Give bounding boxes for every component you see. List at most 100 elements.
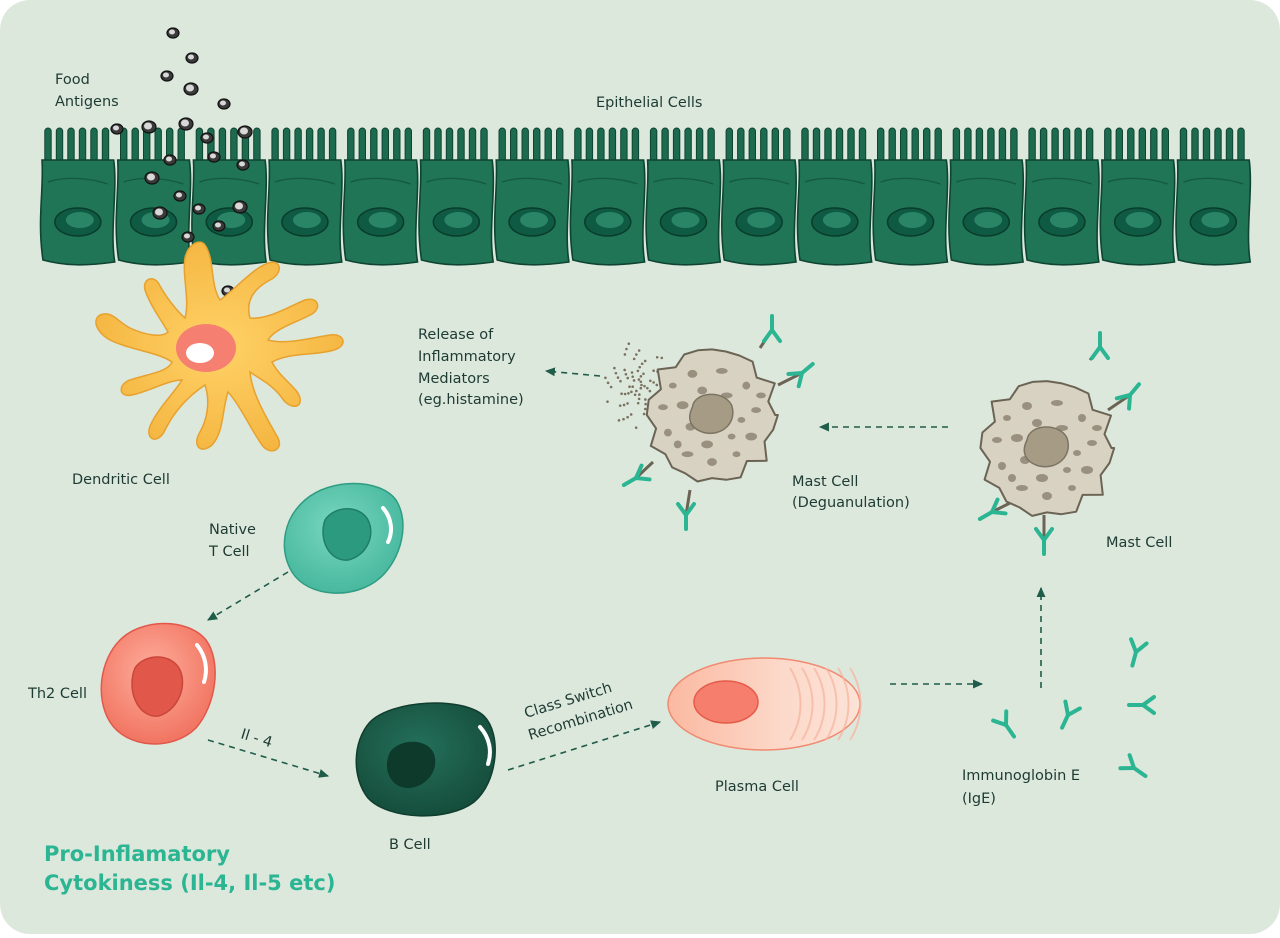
mast-cell-granule xyxy=(687,369,698,378)
epithelial-cell xyxy=(796,127,873,266)
food-antigen-particle xyxy=(160,70,174,82)
released-mediator-dot xyxy=(626,402,629,405)
microvillus xyxy=(801,127,809,165)
released-mediator-dot xyxy=(616,376,620,379)
microvillus xyxy=(317,127,325,165)
microvillus xyxy=(381,127,390,165)
released-mediator-dot xyxy=(619,379,622,383)
epithelial-cell xyxy=(872,127,949,266)
antigen-inner xyxy=(176,192,182,198)
antigen-inner xyxy=(203,134,209,140)
microvillus xyxy=(347,127,355,165)
food-antigen-particle xyxy=(110,123,124,135)
microvillus xyxy=(78,127,87,165)
epithelial-cell-nucleolus xyxy=(822,212,851,228)
naive-t-cell-highlight xyxy=(381,506,393,544)
b-cell-highlight xyxy=(478,725,492,766)
microvillus xyxy=(510,127,518,165)
released-mediator-dot xyxy=(609,385,613,389)
released-mediator-dot xyxy=(622,417,625,421)
microvillus xyxy=(998,127,1007,165)
mast-cell-granule xyxy=(1063,467,1071,473)
mast-cell-granule xyxy=(992,437,1002,443)
food-antigen-particle xyxy=(144,171,160,185)
epithelial-cell-layer xyxy=(39,127,1252,266)
epithelial-cell-nucleolus xyxy=(368,212,397,228)
b-cell-label: B Cell xyxy=(389,837,431,853)
mast-cell-granule xyxy=(1081,466,1093,474)
epithelial-cell xyxy=(645,127,722,266)
th2-cell-nucleus xyxy=(131,656,184,717)
epithelial-cell-line xyxy=(1031,177,1092,185)
mast-cell-nucleus xyxy=(1023,426,1070,468)
food-antigen-particle xyxy=(141,120,157,134)
microvillus xyxy=(934,127,942,165)
microvillus xyxy=(748,127,756,165)
mast-cell-granule xyxy=(742,381,751,390)
th2-cell-highlight xyxy=(195,643,208,684)
released-mediator-dot xyxy=(646,386,649,390)
epithelial-cell-line xyxy=(880,177,941,185)
released-mediator-dot xyxy=(627,342,631,346)
mediators-label-line4: (eg.histamine) xyxy=(418,392,524,408)
released-mediator-dot xyxy=(620,392,623,396)
food-antigen-particle xyxy=(212,220,226,232)
microvillus xyxy=(975,127,984,165)
released-mediator-dot xyxy=(613,366,616,370)
antigen-inner xyxy=(186,84,194,92)
released-mediator-dot xyxy=(643,359,647,363)
plasma-er-line xyxy=(813,667,826,741)
microvillus xyxy=(1191,127,1199,165)
mast-cell-degranulation-label-line1: Mast Cell xyxy=(792,474,858,490)
microvillus xyxy=(422,127,431,165)
microvillus xyxy=(154,127,162,165)
epithelial-cell xyxy=(342,127,419,266)
released-mediator-dot xyxy=(652,369,655,373)
mast-cell-granule xyxy=(998,462,1006,470)
released-mediator-dot xyxy=(638,393,641,396)
epithelial-cell-nucleolus xyxy=(520,212,549,228)
released-mediator-dot xyxy=(632,379,636,382)
antigen-inner xyxy=(166,156,172,162)
antigen-inner xyxy=(224,287,230,293)
arrow-to-mediators xyxy=(544,367,601,377)
microvillus xyxy=(1138,127,1146,165)
antigen-inner xyxy=(215,222,221,228)
antigen-inner xyxy=(181,119,189,127)
microvillus xyxy=(684,127,692,165)
epithelial-cell xyxy=(1175,127,1252,266)
microvillus xyxy=(404,127,413,165)
plasma-cell xyxy=(667,657,862,751)
microvillus xyxy=(1104,127,1112,165)
microvillus xyxy=(1225,127,1234,165)
antigen-inner xyxy=(155,208,163,216)
plasma-cell-label: Plasma Cell xyxy=(715,779,799,795)
mast-cell-granule xyxy=(681,451,694,458)
mast-cell-granule xyxy=(1068,485,1076,491)
released-mediator-dot xyxy=(640,383,643,387)
dendritic-cell xyxy=(95,241,344,452)
mediators-label-line3: Mediators xyxy=(418,371,490,387)
released-mediator-dot xyxy=(643,384,646,388)
mast-cell-granule xyxy=(715,367,728,374)
mast-cell-granule xyxy=(751,407,761,414)
epithelial-cell-nucleolus xyxy=(747,212,776,228)
epithelial-cell-line xyxy=(274,177,335,185)
mast-cell-granule xyxy=(676,401,689,410)
microvillus xyxy=(282,127,291,165)
epithelial-cell xyxy=(418,127,495,266)
microvillus xyxy=(230,127,238,165)
ige-label-line1: Immunoglobin E xyxy=(962,768,1080,784)
released-mediator-dot xyxy=(626,376,630,380)
food-antigen-particle xyxy=(217,98,231,110)
microvillus xyxy=(1010,127,1018,165)
released-mediator-dot xyxy=(642,372,645,376)
released-mediator-dot xyxy=(637,397,641,401)
released-mediator-dot xyxy=(630,390,633,394)
epithelial-cell xyxy=(493,127,570,266)
mast-cell-granule xyxy=(737,416,746,423)
microvillus xyxy=(858,127,867,165)
microvillus xyxy=(177,127,185,165)
naive-t-cell-nucleus xyxy=(322,508,372,561)
